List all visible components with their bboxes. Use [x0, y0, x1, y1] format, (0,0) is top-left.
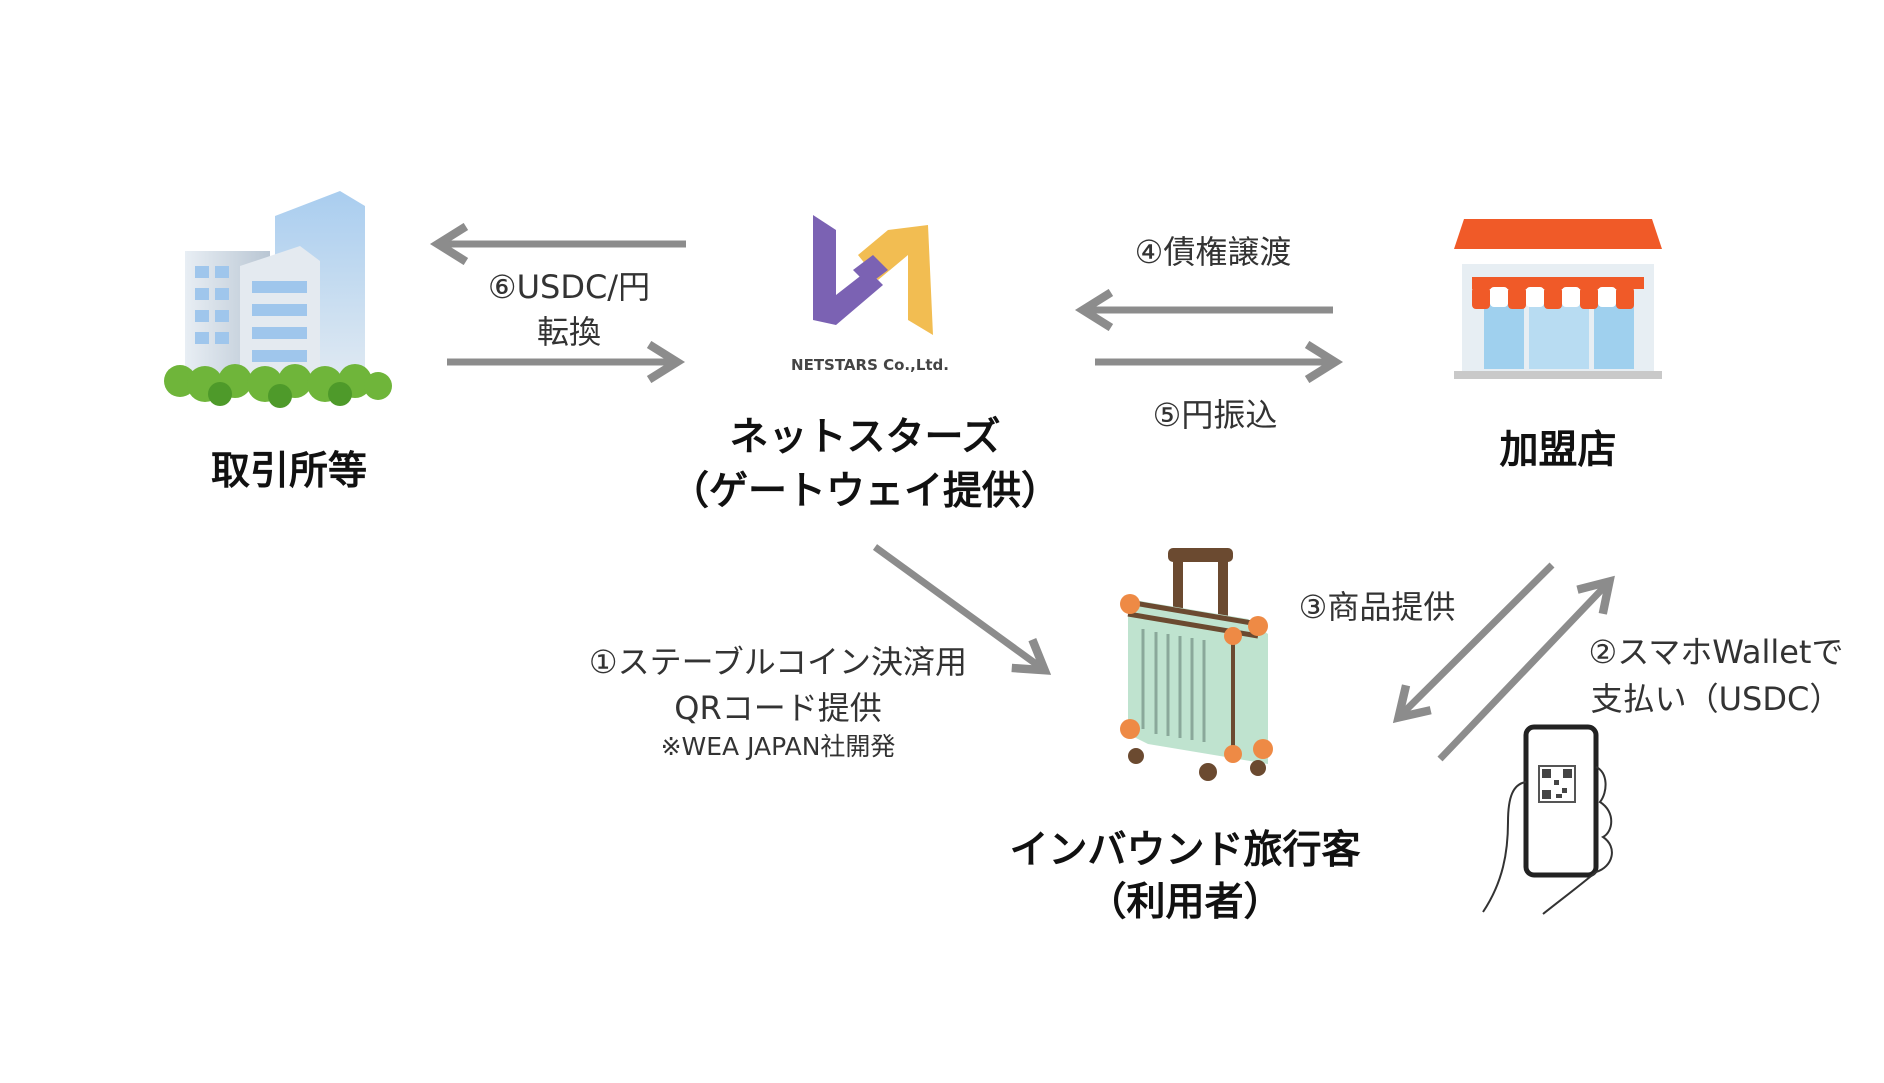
- step6-label-line1: ⑥USDC/円: [487, 268, 651, 306]
- step5-label: ⑤円振込: [1152, 396, 1278, 434]
- arrow-step2-to-merchant: [1437, 575, 1615, 762]
- netstars-label-line2: （ゲートウェイ提供）: [669, 469, 1061, 514]
- store-icon: [1454, 219, 1662, 379]
- exchange-label: 取引所等: [210, 449, 368, 494]
- arrow-step3-to-traveler: [1392, 562, 1555, 724]
- netstars-logo-text: NETSTARS Co.,Ltd.: [791, 356, 949, 374]
- step2-label-line2: 支払い（USDC）: [1590, 680, 1842, 718]
- step1-label-line1: ①ステーブルコイン決済用: [588, 643, 968, 681]
- step4-label: ④債権譲渡: [1134, 233, 1292, 271]
- traveler-label-line1: インバウンド旅行客: [1009, 828, 1361, 873]
- office-building-icon: [164, 191, 392, 408]
- smartphone-qr-icon: [1482, 724, 1613, 915]
- step2-label-line1: ②スマホWalletで: [1588, 633, 1844, 671]
- merchant-label: 加盟店: [1499, 428, 1617, 473]
- suitcase-icon: [1120, 548, 1273, 781]
- step3-label: ③商品提供: [1298, 588, 1456, 626]
- traveler-label-line2: （利用者）: [1087, 880, 1283, 925]
- step6-label-line2: 転換: [536, 313, 602, 351]
- netstars-logo: [813, 215, 933, 335]
- arrow-step1-to-traveler: [872, 544, 1052, 675]
- step1-label-line2: QRコード提供: [674, 689, 882, 727]
- netstars-label-line1: ネットスターズ: [729, 415, 1001, 460]
- step1-note: ※WEA JAPAN社開発: [660, 732, 896, 761]
